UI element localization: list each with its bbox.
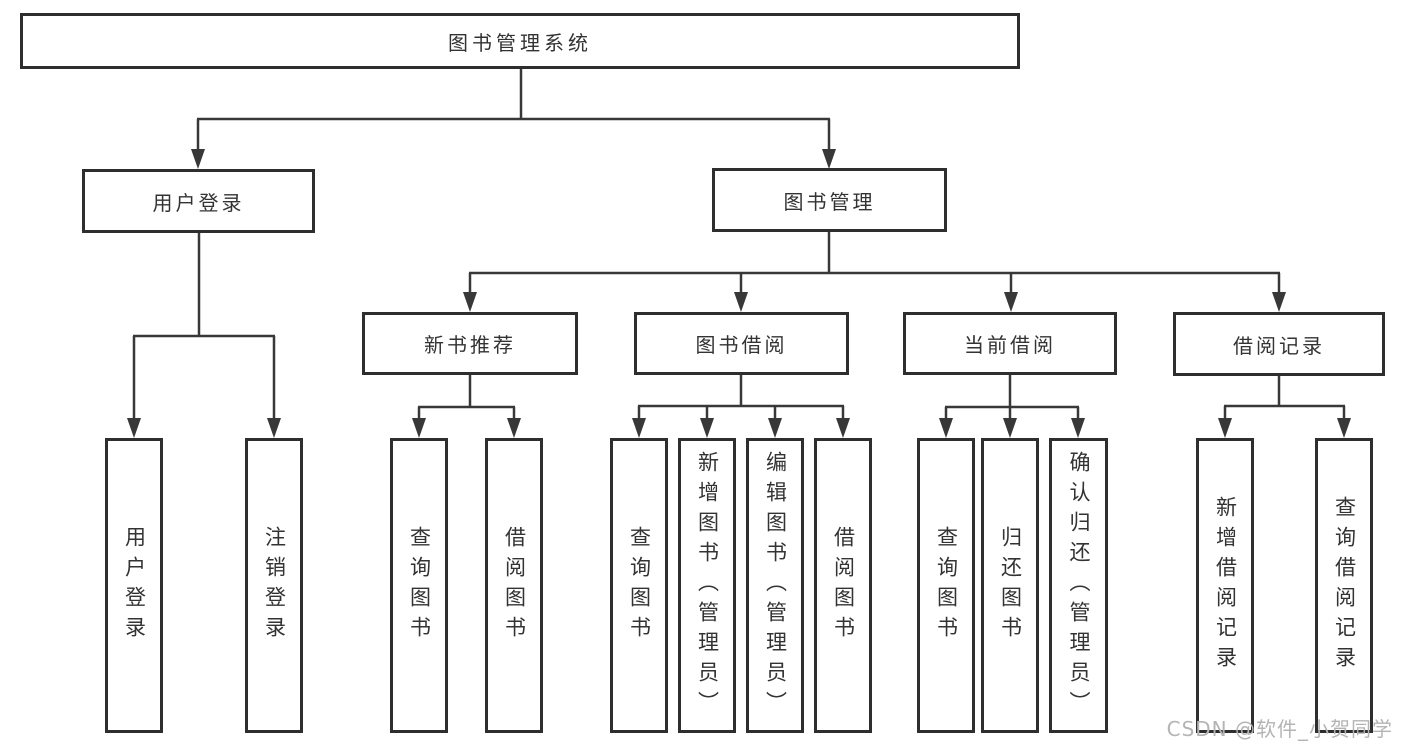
node-current-borrow: 当前借阅 xyxy=(903,312,1117,375)
leaf-logout: 注销登录 xyxy=(245,438,303,733)
leaf-user-login: 用户登录 xyxy=(105,438,163,733)
leaf-query-books-recommend: 查询图书 xyxy=(390,438,448,733)
node-new-book-recommend: 新书推荐 xyxy=(362,312,578,375)
leaf-confirm-return-admin: 确认归还（管理员） xyxy=(1049,438,1108,733)
leaf-query-books-borrow: 查询图书 xyxy=(610,438,668,733)
node-root: 图书管理系统 xyxy=(20,13,1020,69)
leaf-borrow-books-recommend: 借阅图书 xyxy=(485,438,543,733)
leaf-query-books-current: 查询图书 xyxy=(917,438,975,733)
leaf-edit-book-admin: 编辑图书（管理员） xyxy=(746,438,804,733)
leaf-add-book-admin: 新增图书（管理员） xyxy=(678,438,736,733)
leaf-return-books: 归还图书 xyxy=(981,438,1039,733)
leaf-query-borrow-record: 查询借阅记录 xyxy=(1315,438,1373,733)
node-borrow-records: 借阅记录 xyxy=(1173,312,1385,376)
node-book-borrow: 图书借阅 xyxy=(634,312,849,375)
leaf-borrow-books: 借阅图书 xyxy=(814,438,872,733)
node-book-management: 图书管理 xyxy=(712,168,947,232)
leaf-add-borrow-record: 新增借阅记录 xyxy=(1196,438,1254,733)
node-user-login: 用户登录 xyxy=(82,169,315,233)
